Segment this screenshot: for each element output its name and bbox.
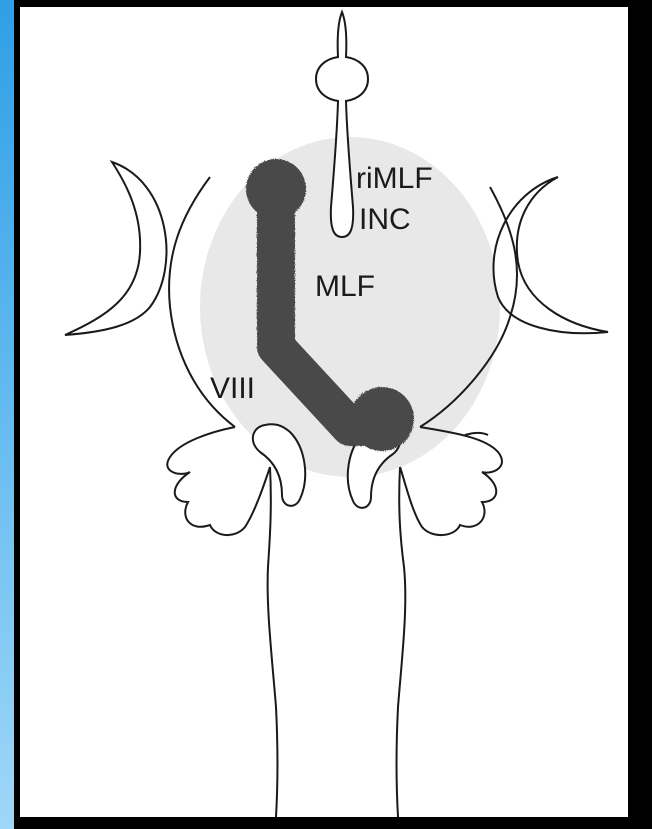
right-crescent	[493, 177, 608, 333]
vestibular-nucleus-fill	[350, 387, 414, 451]
brainstem-diagram	[20, 7, 628, 817]
left-crescent	[65, 162, 166, 335]
medulla-outline-right	[397, 467, 406, 817]
label-mlf: MLF	[315, 272, 375, 302]
label-inc: INC	[359, 205, 411, 235]
medulla-outline-left	[268, 467, 278, 817]
diagram-panel: riMLF INC MLF VIII	[20, 7, 628, 817]
right-hook-line	[465, 433, 488, 435]
label-rimlf: riMLF	[356, 164, 433, 194]
label-viii: VIII	[210, 374, 255, 404]
slide-frame: riMLF INC MLF VIII	[14, 0, 652, 829]
